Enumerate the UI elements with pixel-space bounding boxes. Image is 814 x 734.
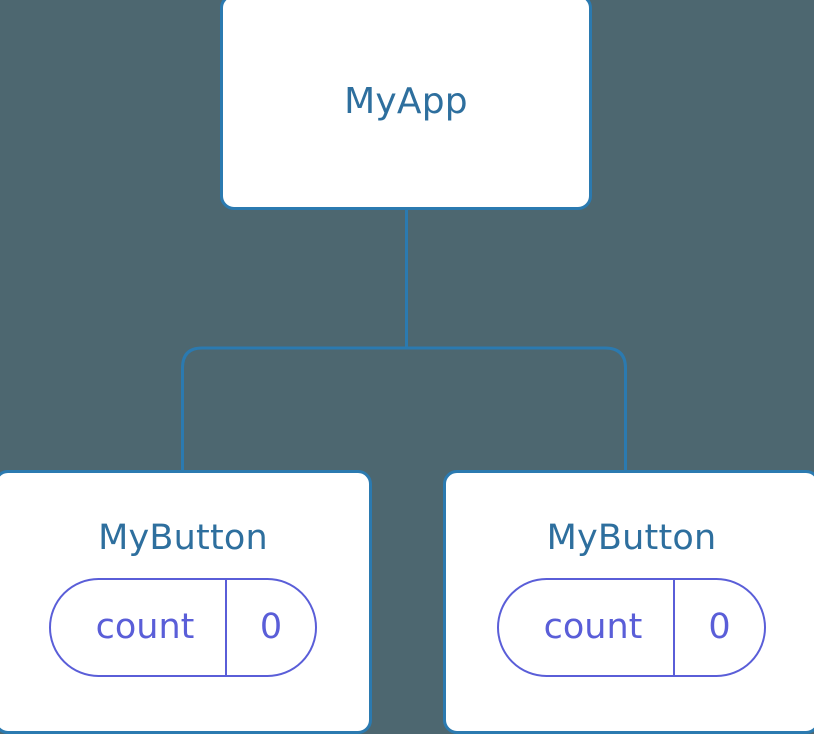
state-pill[interactable]: count 0 [497, 578, 766, 677]
state-value[interactable]: 0 [673, 580, 764, 675]
component-node-title: MyButton [98, 518, 268, 558]
state-value[interactable]: 0 [225, 580, 315, 675]
component-node-title: MyButton [546, 518, 717, 558]
state-pill[interactable]: count 0 [49, 578, 317, 677]
component-node-title: MyApp [344, 81, 468, 122]
state-key: count [543, 607, 643, 647]
component-node-mybutton-left[interactable]: MyButton count 0 [0, 470, 372, 734]
connector-branch-right [406, 346, 627, 474]
component-node-mybutton-right[interactable]: MyButton count 0 [443, 470, 814, 734]
state-key: count [95, 607, 195, 647]
component-node-myapp[interactable]: MyApp [220, 0, 592, 210]
connector-branch-left [181, 346, 407, 474]
